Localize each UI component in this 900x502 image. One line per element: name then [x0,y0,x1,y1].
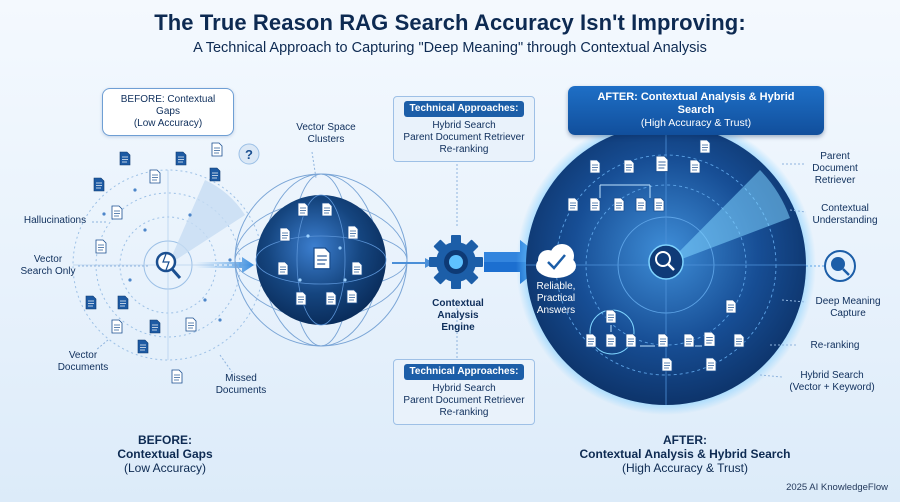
before-radar: ? [72,142,264,384]
label-contextual-understanding: Contextual Understanding [812,203,878,226]
credit: 2025 AI KnowledgeFlow [786,482,888,493]
search-icon [655,251,671,267]
after-bubble-sub: (High Accuracy & Trust) [640,117,752,129]
after-caption: AFTER: Contextual Analysis & Hybrid Sear… [579,433,791,475]
label-re-ranking: Re-ranking [810,340,860,351]
svg-text:?: ? [245,147,253,162]
label-missed-documents: Missed Documents [215,373,267,396]
gear-icon [429,235,483,289]
after-bubble: AFTER: Contextual Analysis & Hybrid Sear… [568,86,824,135]
tech-approaches-top-head: Technical Approaches: [403,101,525,117]
label-vector-search-only: Vector Search Only [20,254,76,277]
arrow-before-to-clusters [195,257,254,273]
page-subtitle: A Technical Approach to Capturing "Deep … [193,40,707,56]
label-vector-space-clusters: Vector Space Clusters [296,122,356,145]
label-contextual-analysis-engine: Contextual Analysis Engine [432,298,484,333]
label-hallucinations: Hallucinations [23,215,87,226]
label-parent-document-retriever: Parent Document Retriever [812,151,858,186]
tech-approaches-bottom: Technical Approaches: Hybrid Search Pare… [393,359,535,425]
label-vector-documents: Vector Documents [57,350,109,373]
label-deep-meaning-capture: Deep Meaning Capture [815,296,881,319]
vector-space-sphere [234,151,408,347]
before-bubble-title: BEFORE: Contextual Gaps [120,94,216,117]
before-bubble-sub: (Low Accuracy) [133,118,203,129]
layers-icon [831,257,845,271]
cloud-check-icon [536,244,576,278]
label-hybrid-search: Hybrid Search (Vector + Keyword) [789,370,875,393]
label-reliable-answers: Reliable, Practical Answers [536,281,576,316]
after-bubble-title: AFTER: Contextual Analysis & Hybrid Sear… [597,91,795,116]
before-bubble: BEFORE: Contextual Gaps (Low Accuracy) [102,88,234,136]
after-sphere [516,115,856,415]
connector-to-engine [392,160,458,360]
tech-approaches-bottom-head: Technical Approaches: [403,364,525,380]
page-title: The True Reason RAG Search Accuracy Isn'… [154,10,746,35]
tech-approaches-top: Technical Approaches: Hybrid Search Pare… [393,96,535,162]
before-caption: BEFORE: Contextual Gaps (Low Accuracy) [117,433,213,475]
